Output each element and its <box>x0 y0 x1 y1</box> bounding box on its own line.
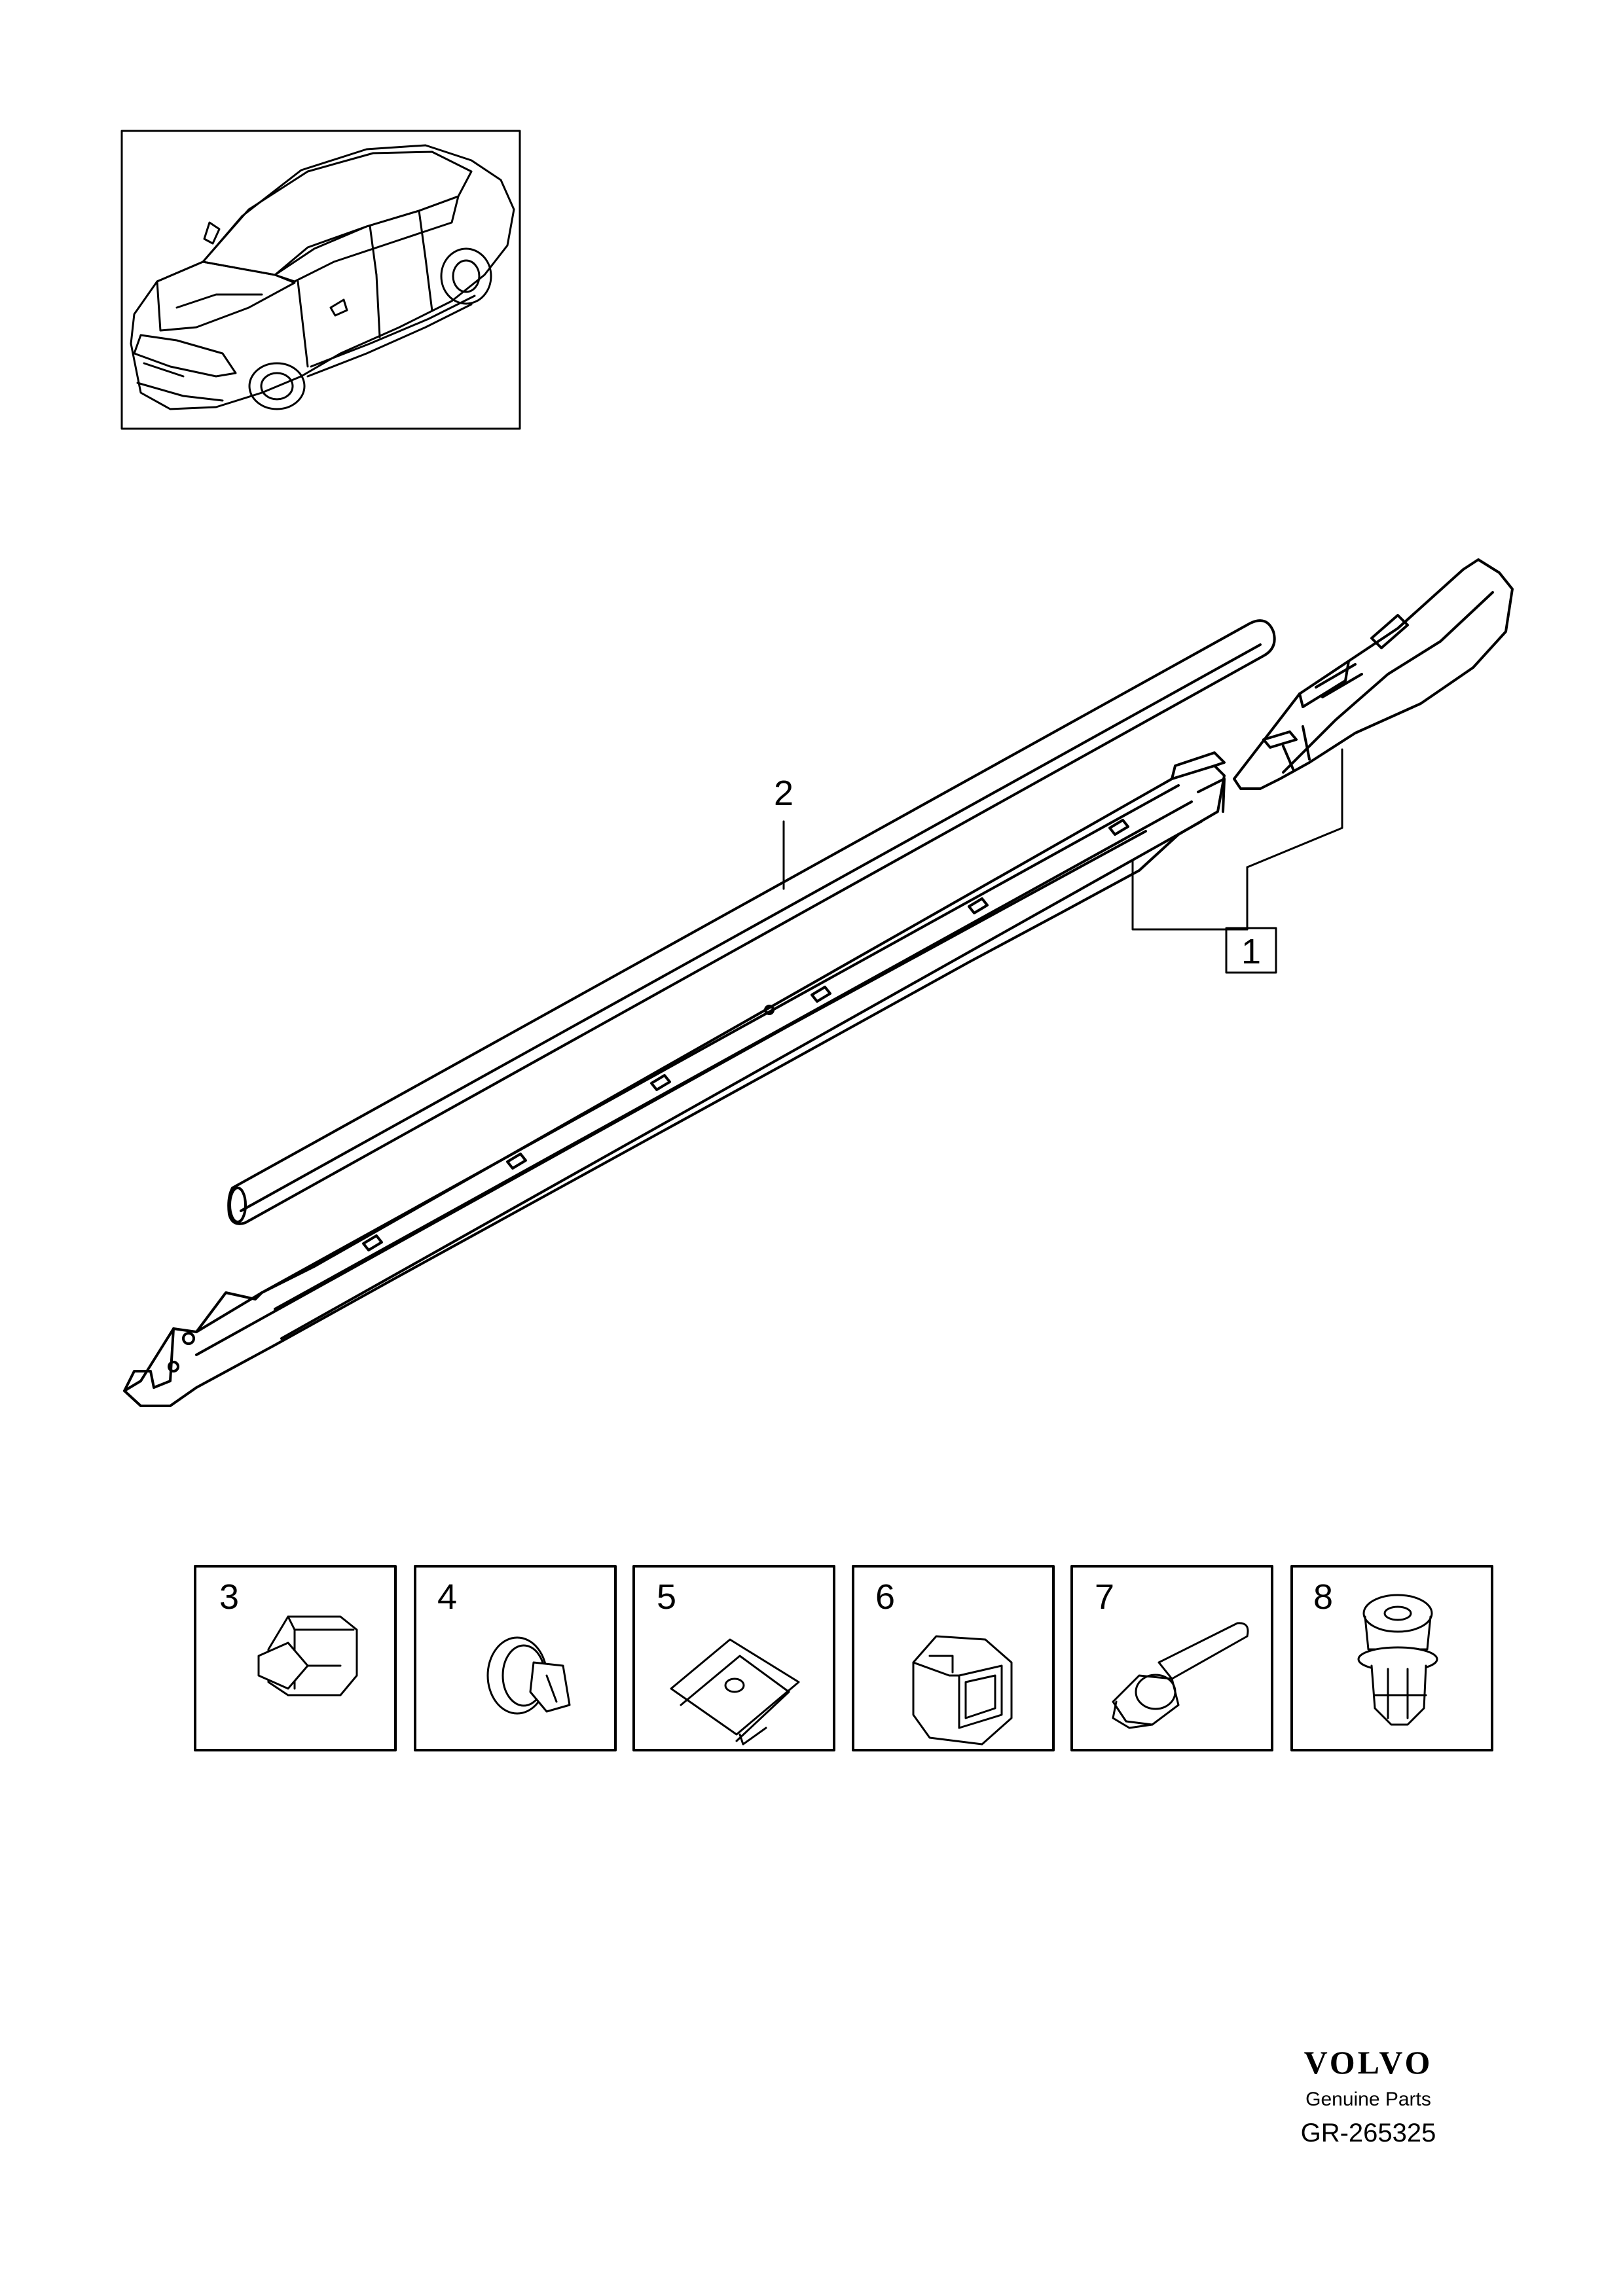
part-3-box <box>194 1565 397 1751</box>
callout-label-8: 8 <box>1313 1577 1333 1617</box>
part-3-clip-icon <box>257 1615 358 1696</box>
part-5-u-nut-icon <box>670 1638 800 1746</box>
callout-1-box <box>1225 927 1277 974</box>
volvo-brand-logo: VOLVO <box>1304 2044 1433 2081</box>
callout-label-7: 7 <box>1095 1577 1114 1617</box>
callout-label-1: 1 <box>1241 932 1261 971</box>
part-8-box <box>1290 1565 1493 1751</box>
part-1-sill-molding <box>123 751 1226 1407</box>
part-6-box <box>852 1565 1055 1751</box>
callout-1-leader <box>1131 748 1343 931</box>
part-6-square-clip-icon <box>912 1635 1013 1746</box>
sedan-illustration <box>130 144 515 410</box>
callout-label-5: 5 <box>657 1577 676 1617</box>
callout-label-4: 4 <box>437 1577 457 1617</box>
part-8-push-pin-icon <box>1357 1594 1438 1726</box>
callout-label-3: 3 <box>219 1577 239 1617</box>
part-7-rivet-icon <box>1112 1622 1249 1729</box>
callout-label-2: 2 <box>774 774 793 813</box>
part-5-box <box>632 1565 835 1751</box>
small-parts-row <box>194 1565 1493 1751</box>
part-2-sill-seal-strip <box>227 619 1276 1225</box>
part-1-rear-end-cover <box>1233 558 1514 790</box>
part-7-box <box>1070 1565 1273 1751</box>
vehicle-overview-inset <box>120 130 521 430</box>
diagram-code: GR-265325 <box>1301 2119 1436 2147</box>
part-4-grommet-icon <box>486 1636 571 1715</box>
genuine-parts-label: Genuine Parts <box>1305 2089 1431 2110</box>
callout-label-6: 6 <box>875 1577 895 1617</box>
inset-frame <box>120 130 521 430</box>
part-4-box <box>414 1565 617 1751</box>
